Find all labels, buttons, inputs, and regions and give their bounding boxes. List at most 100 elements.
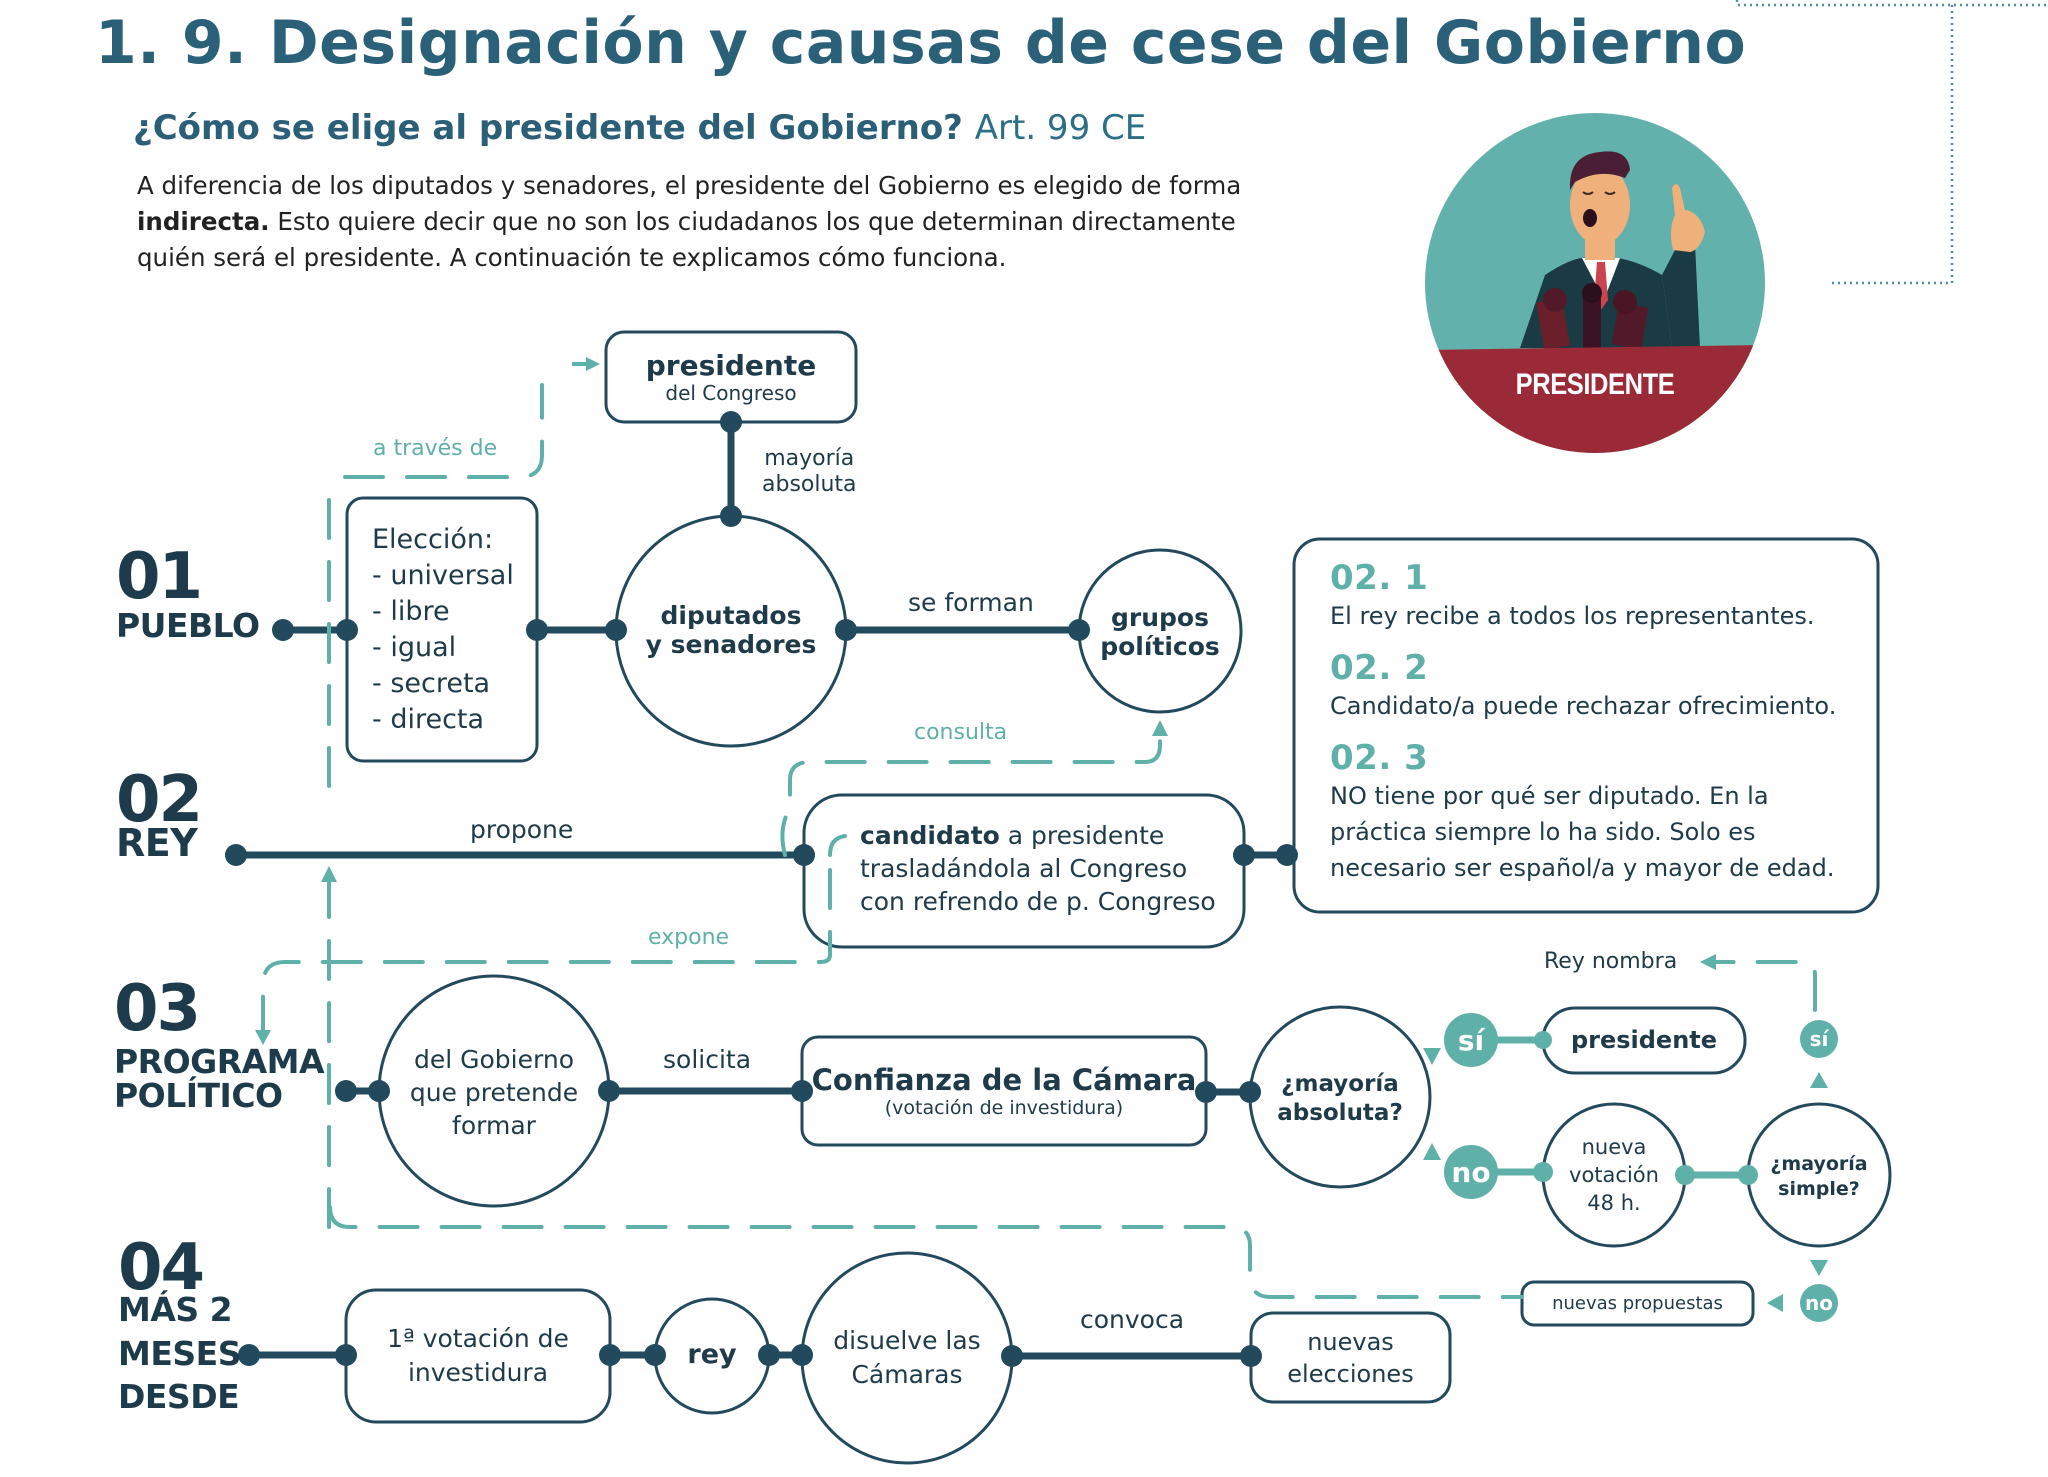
nuevas-elecciones-box: nuevas elecciones <box>1251 1322 1450 1394</box>
step-label-line: PUEBLO <box>116 606 260 645</box>
triangle-up-to-si <box>1810 1072 1828 1088</box>
arrow-to-rey-nombra <box>1700 954 1716 970</box>
mouth <box>1583 209 1597 227</box>
no-badge-label: no <box>1451 1155 1491 1189</box>
no-small-badge-label: no <box>1805 1291 1833 1315</box>
eleccion-box: Elección: - universal - libre - igual - … <box>372 522 514 738</box>
teal-badges <box>1444 1013 1838 1322</box>
step-03: 03 PROGRAMA POLÍTICO <box>114 972 325 1115</box>
info-number: 02. 1 <box>1330 558 1429 598</box>
candidato-bold: candidato <box>860 821 1000 850</box>
presidente-congreso-subtitle: del Congreso <box>665 380 797 405</box>
mayoria-absoluta-label: mayoría absoluta <box>762 446 857 498</box>
step-number: 04 <box>118 1231 205 1305</box>
diputados-senadores-node: diputados y senadores <box>616 580 846 680</box>
label-line: absoluta <box>762 472 857 497</box>
node-line: diputados <box>660 600 802 630</box>
info-text: El rey recibe a todos los representantes… <box>1330 602 1815 630</box>
node-line: disuelve las <box>833 1326 981 1355</box>
eleccion-item: - libre <box>372 596 450 627</box>
teal-dashed-paths <box>261 383 1817 1299</box>
si-badge-small <box>1800 1020 1838 1058</box>
node-line: nuevas <box>1307 1328 1394 1356</box>
mayoria-simple-question: ¿mayoría simple? <box>1754 1150 1884 1204</box>
node-line: ¿mayoría <box>1770 1153 1868 1175</box>
teal-arrowheads <box>255 357 1828 1312</box>
podium-counter <box>1425 345 1765 453</box>
node-line: grupos <box>1111 602 1209 632</box>
presidente-illustration-label: PRESIDENTE <box>1515 368 1675 401</box>
intro-text-2: Esto quiere decir que no son los ciudada… <box>137 207 1236 272</box>
rey-node: rey <box>687 1339 737 1371</box>
consulta-path <box>780 733 1162 857</box>
node-line: políticos <box>1100 632 1220 661</box>
presidente-illustration <box>1425 113 1765 453</box>
no-badge-small <box>1800 1284 1838 1322</box>
microphones <box>1536 283 1649 350</box>
mayoria-absoluta-question: ¿mayoría absoluta? <box>1252 1068 1428 1130</box>
node-line: investidura <box>407 1358 549 1387</box>
decorative-dotted-frame <box>1735 0 2048 285</box>
solicita-label: solicita <box>663 1045 752 1074</box>
node-line: simple? <box>1778 1178 1860 1200</box>
raised-arm <box>1662 244 1700 348</box>
node-line: 1ª votación de <box>387 1324 569 1353</box>
triangle-down-to-no <box>1810 1260 1828 1276</box>
intro-bold-indirecta: indirecta. <box>137 207 270 236</box>
info-box-outline <box>1292 537 1880 914</box>
eleccion-item: - universal <box>372 560 514 591</box>
eleccion-item: - directa <box>372 704 485 735</box>
step-label-line: REY <box>116 821 198 865</box>
si-small-badge-label: sí <box>1809 1027 1829 1051</box>
grupos-politicos-node: grupos políticos <box>1079 590 1241 674</box>
convoca-label: convoca <box>1080 1305 1185 1334</box>
nuevas-propuestas-return-path <box>328 1205 1524 1299</box>
step-01: 01 PUEBLO <box>116 545 260 643</box>
page-title: 1. 9. Designación y causas de cese del G… <box>95 8 1747 78</box>
node-line: votación <box>1569 1163 1659 1187</box>
disuelve-camaras-node: disuelve las Cámaras <box>812 1322 1002 1394</box>
eleccion-item: - igual <box>372 632 457 663</box>
node-line: formar <box>452 1110 536 1140</box>
candidato-line: con refrendo de p. Congreso <box>860 887 1216 916</box>
hair <box>1569 151 1630 190</box>
intro-paragraph: A diferencia de los diputados y senadore… <box>137 168 1297 276</box>
consulta-label: consulta <box>914 720 1008 745</box>
step-label-line: MESES <box>118 1333 241 1373</box>
step-number: 02 <box>116 763 203 837</box>
article-reference: Art. 99 CE <box>974 108 1147 148</box>
presidente-result: presidente <box>1570 1026 1718 1055</box>
node-line: del Gobierno <box>414 1044 574 1074</box>
intro-text-1: A diferencia de los diputados y senadore… <box>137 171 1242 200</box>
rey-nombra-label: Rey nombra <box>1544 949 1678 974</box>
info-number: 02. 3 <box>1330 738 1429 778</box>
node-line: y senadores <box>645 630 817 659</box>
primera-votacion-box: 1ª votación de investidura <box>352 1320 604 1392</box>
step-label-line: MÁS 2 <box>118 1290 233 1329</box>
arrow-down-to-programa <box>255 1030 271 1045</box>
nuevas-propuestas-box: nuevas propuestas <box>1552 1292 1723 1314</box>
triangle-si-down <box>1423 1048 1441 1065</box>
a-traves-de-path <box>343 383 544 479</box>
node-line: ¿mayoría <box>1281 1071 1399 1097</box>
step-02: 02 REY <box>116 763 203 865</box>
presidente-congreso-box: presidente del Congreso <box>606 336 856 418</box>
step-04: 04 MÁS 2 MESES DESDE <box>118 1236 241 1419</box>
candidato-text: a presidente <box>999 821 1165 850</box>
eleccion-title: Elección: <box>372 524 494 555</box>
se-forman-label: se forman <box>908 588 1034 617</box>
raised-hand <box>1670 184 1705 252</box>
node-line: nueva <box>1581 1135 1647 1159</box>
step-label-line: POLÍTICO <box>114 1075 283 1115</box>
arrow-up-to-rey-line <box>321 866 337 882</box>
candidato-inner-hook <box>828 834 847 857</box>
node-line: Cámaras <box>851 1360 963 1389</box>
no-badge-large <box>1444 1145 1498 1199</box>
eleccion-item: - secreta <box>372 668 491 699</box>
expone-label: expone <box>648 925 730 950</box>
triangle-left-to-propuestas <box>1767 1294 1783 1312</box>
subtitle-question: ¿Cómo se elige al presidente del Gobiern… <box>133 108 963 148</box>
info-box: 02. 1 El rey recibe a todos los represen… <box>1330 558 1860 886</box>
presidente-congreso-title: presidente <box>645 348 817 382</box>
step-number: 03 <box>114 972 201 1046</box>
